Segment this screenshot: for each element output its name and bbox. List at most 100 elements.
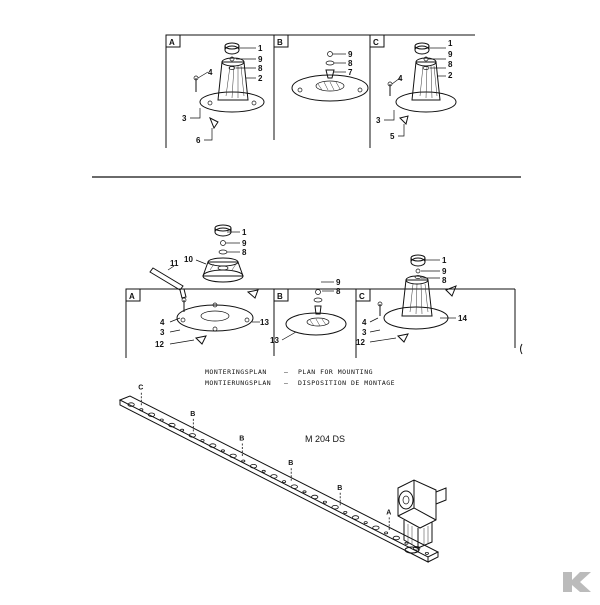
bar-hole	[159, 418, 164, 422]
callout: 13	[270, 336, 279, 345]
callout: 3	[376, 116, 381, 125]
callout: 3	[182, 114, 187, 123]
bar-hole	[343, 511, 348, 514]
bar-hole	[249, 464, 258, 469]
callout: 11	[170, 259, 179, 268]
caption-line2-left: MONTIERUNGSPLAN	[205, 379, 271, 387]
bar-top-face	[118, 395, 440, 558]
bar-hole	[413, 546, 421, 551]
washer	[313, 297, 323, 303]
caption-line1-sep: –	[284, 368, 288, 376]
bottom-panel-b-label-box	[273, 288, 289, 302]
bar-hole	[372, 525, 380, 530]
bottom-section: 1 9 8 10 11 A B C	[125, 224, 523, 358]
caption-line1-right: PLAN FOR MOUNTING	[298, 368, 373, 376]
bottom-panel-c-assembly: 1 9 8 4 3 14 12	[356, 254, 467, 347]
top-section: A B C 1 9	[165, 34, 475, 148]
callout: 10	[184, 255, 193, 264]
bar-marker-label: C	[138, 385, 143, 392]
callout: 12	[155, 340, 164, 349]
bar-marker-label: A	[386, 509, 391, 516]
nut	[229, 56, 235, 62]
mounting-plan-caption: MONTERINGSPLAN – PLAN FOR MOUNTING MONTI…	[205, 368, 395, 387]
gearbox-flange	[398, 490, 414, 510]
exploded-hub: 1 9 8 10 11	[149, 224, 259, 299]
bar-hole	[290, 484, 298, 489]
callout: 3	[160, 328, 165, 337]
blade	[399, 115, 409, 125]
callout: 1	[242, 228, 247, 237]
spacer	[325, 69, 335, 79]
callout: 3	[362, 328, 367, 337]
bar-hole	[200, 439, 205, 442]
top-panel-c-assembly: 1 9 8 2 4 3 5	[376, 39, 457, 141]
callout: 9	[448, 50, 453, 59]
bar-hole	[351, 515, 360, 520]
bottom-panel-a-assembly: 4 3 13 12	[155, 297, 269, 349]
callout: 8	[258, 64, 263, 73]
wrench-tool	[149, 267, 184, 291]
bar-hole	[127, 402, 135, 407]
callout: 13	[260, 318, 269, 327]
bar-hole	[220, 449, 225, 453]
bar-hole	[188, 433, 196, 438]
callout: 8	[336, 287, 341, 296]
bottom-panel-c-label: C	[359, 292, 365, 301]
caption-line2-sep: –	[284, 379, 288, 387]
callout: 7	[348, 68, 353, 77]
logo-letter: K	[0, 0, 1, 1]
bottom-panel-b-assembly: 9 8 13	[270, 278, 347, 345]
bar-marker-label: B	[288, 460, 293, 467]
blade	[396, 333, 409, 343]
blade	[209, 116, 219, 130]
callout: 12	[356, 338, 365, 347]
nut	[315, 289, 321, 295]
callout: 1	[258, 44, 263, 53]
callout: 9	[336, 278, 341, 287]
callout: 14	[458, 314, 467, 323]
bar-side	[119, 400, 429, 563]
bar-hole	[180, 428, 185, 432]
bar-hole	[270, 474, 278, 479]
bar-hole	[261, 469, 266, 473]
callout: 4	[398, 74, 403, 83]
callout: 5	[390, 132, 395, 141]
disc	[199, 91, 265, 113]
bar-hole	[424, 552, 429, 555]
bar-hole	[139, 408, 144, 412]
nut	[327, 51, 333, 57]
bar-hole	[282, 480, 287, 484]
bar-marker-label: B	[337, 485, 342, 492]
callout: 8	[448, 60, 453, 69]
disc	[291, 74, 369, 102]
top-panel-b-label-box	[273, 34, 289, 48]
brand-logo: K	[0, 0, 591, 592]
model-label: M 204 DS	[305, 434, 345, 444]
callout: 9	[442, 267, 447, 276]
callout: 1	[448, 39, 453, 48]
top-panel-a-label-box	[165, 34, 181, 48]
nut	[220, 240, 226, 246]
top-panel-c-label-box	[369, 34, 385, 48]
top-panel-b-assembly: 9 8 7	[291, 50, 369, 102]
top-panel-b-label: B	[277, 38, 283, 47]
washer	[422, 66, 430, 70]
callout: 8	[348, 59, 353, 68]
nut	[415, 268, 421, 274]
bar-hole	[241, 459, 246, 463]
blade	[246, 289, 259, 299]
bar-hole	[302, 490, 307, 494]
bar-hole	[311, 494, 319, 500]
callout: 9	[348, 50, 353, 59]
bar-hole	[209, 443, 217, 448]
bar-holes	[127, 402, 429, 555]
bar-hole	[404, 541, 409, 545]
bottom-panel-a-label: A	[129, 292, 135, 301]
bar-hole	[168, 422, 176, 428]
washer	[325, 60, 335, 66]
blade	[194, 335, 207, 345]
callout: 4	[160, 318, 165, 327]
bottom-panel-c-label-box	[355, 288, 371, 302]
